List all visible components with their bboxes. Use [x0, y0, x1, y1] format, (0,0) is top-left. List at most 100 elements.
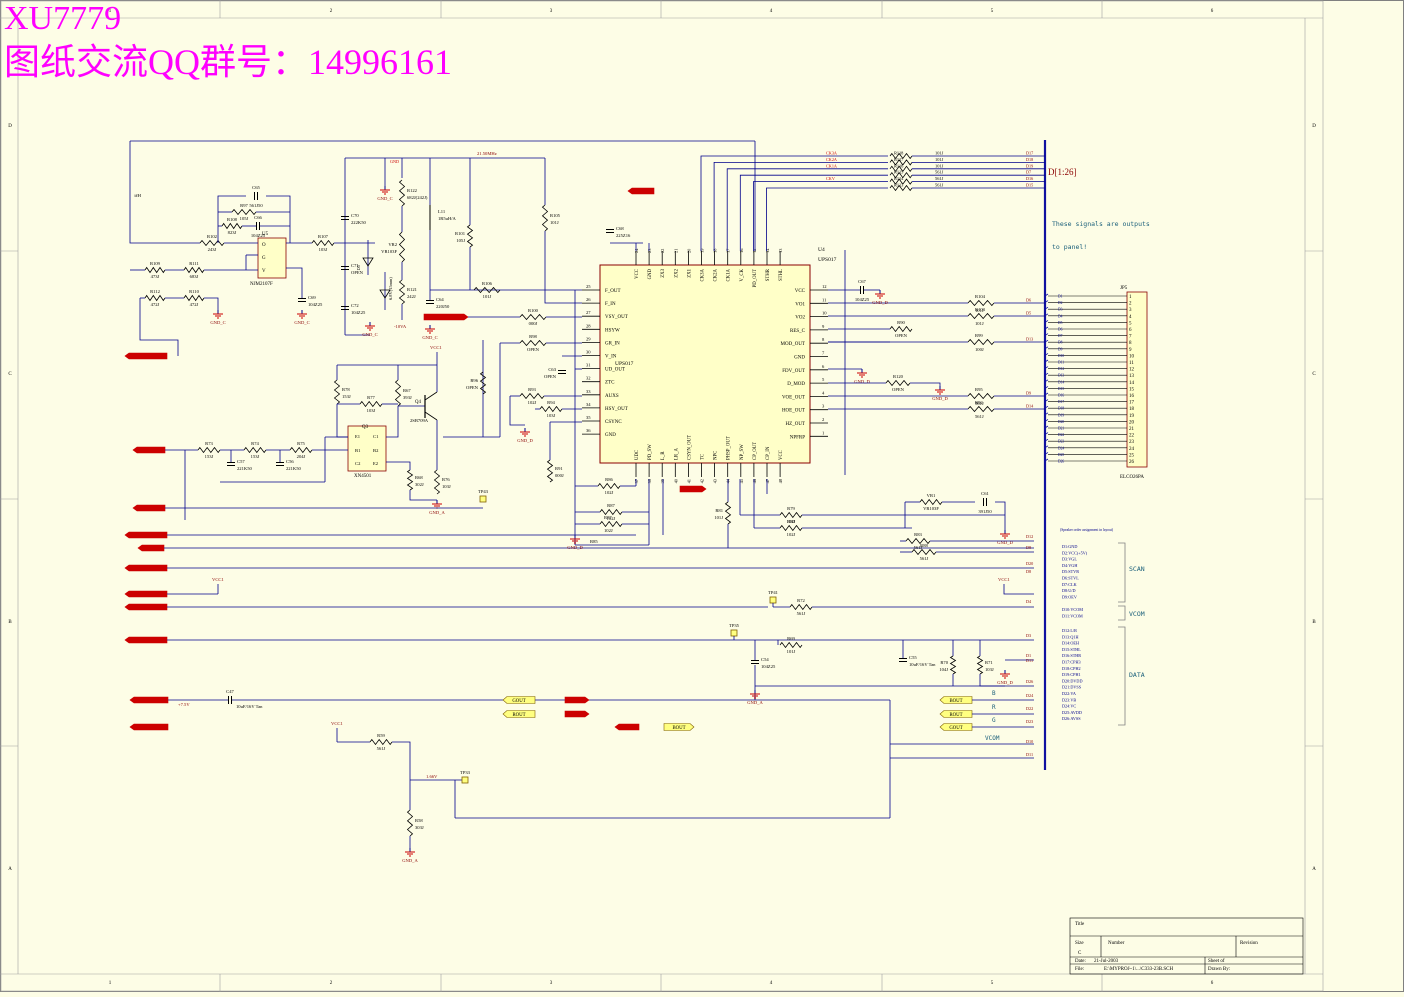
bus-entry — [1044, 313, 1049, 317]
resistor-value: 101J — [787, 649, 796, 654]
ic-pin-name: VCC — [635, 269, 640, 279]
capacitor-value: 391J50 — [978, 509, 992, 514]
watermark-line-2: 图纸交流QQ群号：14996161 — [4, 42, 452, 82]
resistor-ref: R68 — [415, 475, 423, 480]
main-ic-center-label: UPS017 — [615, 361, 634, 367]
border-column-label: 2 — [330, 9, 333, 14]
ic-pin-name: UD_OUT — [605, 368, 625, 373]
ic-pin-name: VSY_OUT — [605, 315, 628, 320]
resistor-value: 153J — [342, 394, 351, 399]
resistor — [519, 313, 547, 321]
resistor-value: 103J — [985, 667, 994, 672]
opamp-body — [257, 237, 287, 279]
ground-label: GND_C — [362, 332, 377, 337]
test-point-ref: TP43 — [478, 489, 489, 494]
ic-pin-name: GR_IN — [605, 341, 620, 346]
legend-data-item: D16:STHR — [1062, 653, 1081, 658]
resistor — [406, 469, 414, 491]
ic-pin-name: ZX3 — [661, 268, 666, 277]
legend-data-item: D15:STHL — [1062, 647, 1081, 652]
resistor-value: 100J — [975, 347, 984, 352]
watermark-line-1: XU7779 — [4, 0, 122, 37]
ic-pin-number: 41 — [686, 479, 691, 483]
legend-data-item: D23:VB — [1062, 697, 1076, 702]
connector-net-label: D17 — [1058, 400, 1064, 404]
wire — [139, 298, 179, 356]
border-row-label: C — [1312, 372, 1316, 377]
rgb-g-label: G — [992, 717, 996, 724]
resistor-ref: R112 — [150, 289, 160, 294]
border-column-label: 6 — [1211, 9, 1214, 14]
bus-entry — [1044, 452, 1049, 455]
net-label: D8 — [1026, 569, 1031, 574]
connector-pin-number: 17 — [1129, 401, 1135, 406]
ic-pin-number: 2 — [822, 417, 825, 422]
vcom-label: VCOM — [985, 735, 1000, 742]
ic-pin-name: CP_IN — [766, 446, 771, 460]
resistor — [144, 266, 166, 274]
transistor-ref: Q4 — [415, 400, 421, 405]
resistor-ref: R75 — [297, 441, 305, 446]
wire — [995, 501, 1006, 530]
main-ic-part: UPS017 — [818, 257, 837, 263]
wire — [409, 490, 437, 501]
connector-pin-number: 11 — [1129, 361, 1134, 366]
bus-entry — [1044, 300, 1049, 303]
connector-pin-number: 20 — [1129, 420, 1135, 425]
ic-pin-number: 47 — [765, 478, 770, 483]
border-column-label: 5 — [991, 9, 994, 14]
bus-entry — [1044, 306, 1049, 310]
ic-pin-name: HSY_OUT — [605, 407, 628, 412]
resistor-ref: R72 — [797, 598, 805, 603]
connector-pin-number: 13 — [1129, 374, 1135, 379]
resistor — [889, 172, 913, 179]
wire — [1003, 584, 1034, 595]
resistor-ref: R76 — [442, 477, 450, 482]
resistor — [885, 379, 911, 387]
resistor — [949, 655, 957, 675]
resistor-ref: R121 — [407, 287, 418, 292]
signal-port — [627, 187, 655, 195]
resistor-ref: R100 — [528, 308, 539, 313]
resistor-value: 303J — [415, 825, 424, 830]
net-label: D10 — [1026, 739, 1033, 744]
resistor-ref: R87 — [604, 515, 612, 520]
resistor — [889, 159, 913, 166]
bus-entry — [1044, 412, 1049, 416]
title-block-size-value: C — [1078, 951, 1082, 956]
wire — [910, 382, 941, 386]
net-label: D14 — [1026, 404, 1034, 409]
resistor-value: VR103F — [381, 249, 397, 254]
resistor-ref: R80 — [787, 519, 795, 524]
wire — [266, 195, 291, 243]
capacitor-ref: C54 — [761, 657, 769, 662]
ic-pin-name: L_R — [661, 451, 666, 460]
net-label: D20 — [1026, 561, 1033, 566]
opamp-ref: U5 — [262, 232, 269, 237]
resistor-ref: R88 — [920, 543, 928, 548]
legend-scan-item: D8:U/D — [1062, 588, 1076, 593]
net-label: D13 — [1026, 337, 1033, 342]
resistor-ref: R86 — [605, 477, 613, 482]
border-row-label: B — [1312, 620, 1316, 625]
connector-pin-number: 18 — [1129, 407, 1135, 412]
resistor-value: 102J — [787, 519, 796, 524]
net-label: D8 — [1026, 545, 1031, 550]
capacitor-ref: C64 — [436, 297, 444, 302]
ic-pin-name: D_MOD — [787, 382, 805, 387]
resistor-value: 101J — [975, 321, 984, 326]
power-label: GND — [390, 159, 399, 164]
panel-note-line-2: to panel! — [1052, 243, 1087, 251]
capacitor-ref: C70 — [351, 213, 359, 218]
ic-pin-number: 1 — [822, 430, 825, 435]
ic-pin-number: 11 — [822, 297, 827, 302]
opamp-pin-label: V — [262, 269, 266, 274]
resistor-ref: R85 — [590, 539, 598, 544]
resistor — [406, 809, 414, 837]
connector-pin-number: 24 — [1129, 447, 1135, 452]
resistor-value: 561J — [935, 183, 944, 188]
ic-pin-name: VO2 — [795, 316, 805, 321]
ic-pin-number: 3 — [822, 404, 825, 409]
bus-entry — [1044, 445, 1049, 449]
ic-pin-name: GND — [794, 356, 805, 361]
